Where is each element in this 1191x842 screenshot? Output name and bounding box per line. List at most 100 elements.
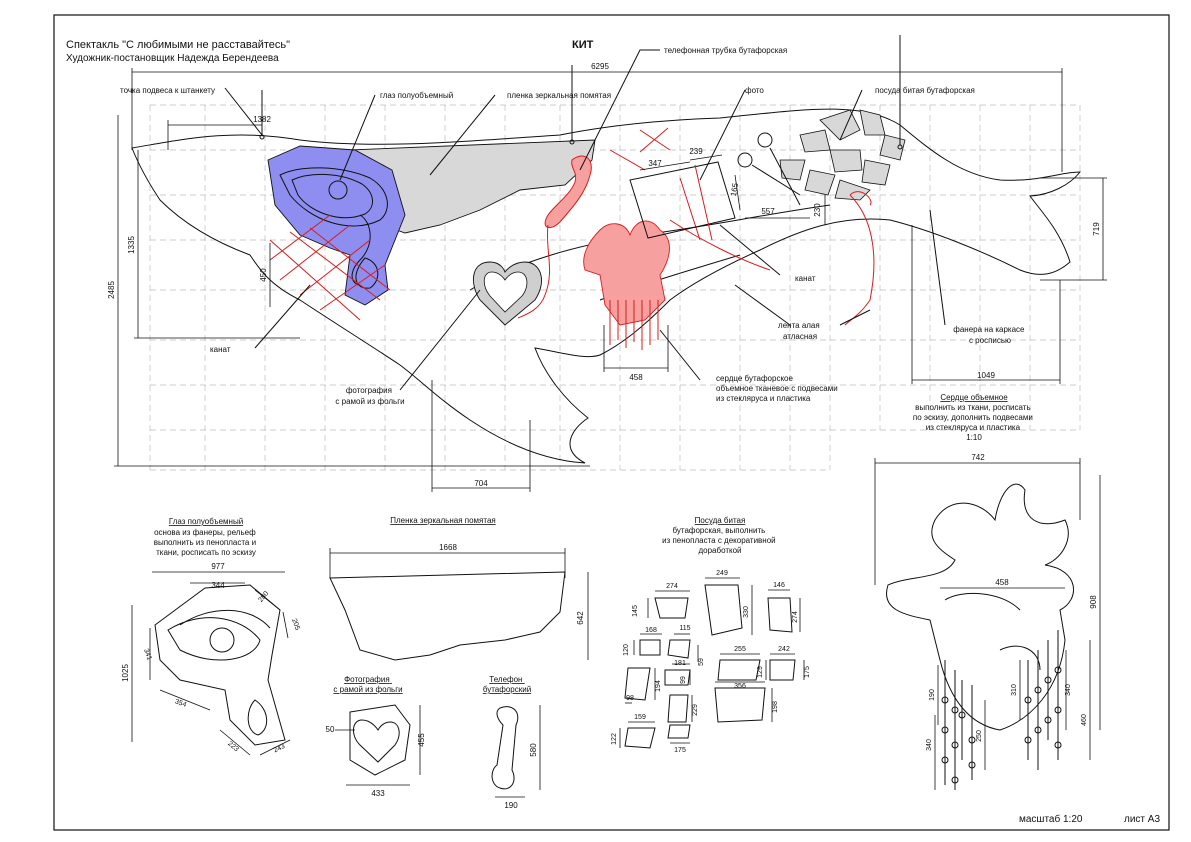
red-rope-right [844,194,875,326]
detail-phone-dim-190: 190 [504,801,518,810]
callout-rope-left: канат [210,345,231,354]
detail-eye-title: Глаз полуобъемный [169,517,243,526]
dish-dim-175b: 175 [674,747,686,754]
detail-eye-dim-354: 354 [174,698,187,709]
dim-557: 557 [761,207,775,216]
callout-suspension-point: точка подвеса к штанкету [120,86,215,95]
photo-frame-shape [473,261,542,326]
dish-dim-120: 120 [623,644,630,656]
detail-heart-dim-340a: 340 [1065,684,1072,696]
detail-film-title: Пленка зеркальная помятая [390,516,495,525]
scale-label: масштаб 1:20 [1019,813,1083,825]
callout-phone: телефонная трубка бутафорская [664,46,787,55]
callout-plywood: фанера на каркасе с росписью [953,325,1027,345]
whale-outline [131,108,1082,464]
dim-1382: 1382 [253,115,271,124]
detail-heart-dim-250: 250 [976,730,983,742]
dim-458: 458 [629,373,643,382]
detail-photo-frame-dim-50: 50 [326,725,335,734]
object-name: КИТ [572,39,594,51]
detail-heart-dim-190: 190 [929,689,936,701]
detail-heart: Сердце объемное выполнить из ткани, росп… [874,393,1101,790]
dim-230: 230 [813,203,822,217]
dish-dim-194: 194 [655,680,662,692]
detail-photo-frame-dim-433: 433 [371,789,385,798]
callout-rope-right: канат [795,274,816,283]
dim-2485: 2485 [107,281,116,299]
dish-dim-249: 249 [716,570,728,577]
callout-film: пленка зеркальная помятая [507,91,611,100]
artist-credit: Художник-постановщик Надежда Берендеева [66,53,279,64]
detail-heart-dim-460: 460 [1081,714,1088,726]
detail-phone-title: Телефон бутафорский [483,675,531,694]
dish-dim-274a: 274 [666,583,678,590]
dish-dim-99: 99 [680,676,687,684]
dish-dim-146: 146 [773,582,785,589]
detail-eye-desc: основа из фанеры, рельеф выполнить из пе… [154,528,259,557]
detail-film-dim-1668: 1668 [439,543,457,552]
callout-dishes: посуда битая бутафорская [875,86,975,95]
photo-shape [629,161,736,241]
detail-phone: Телефон бутафорский [483,675,541,798]
dish-dim-330: 330 [743,606,750,618]
dish-dim-356: 356 [734,683,746,690]
callout-eye: глаз полуобъемный [380,91,453,100]
detail-heart-dim-458: 458 [995,578,1009,587]
callout-leaders [224,35,946,391]
rope-net-left [269,214,391,321]
detail-eye-dim-223: 223 [226,740,240,753]
detail-heart-dim-310: 310 [1011,684,1018,696]
detail-film: Пленка зеркальная помятая [329,516,589,661]
detail-heart-dim-742: 742 [971,453,985,462]
phone-handset-shape [517,155,592,319]
dish-dim-274b: 274 [792,611,799,623]
dim-1335: 1335 [127,236,136,254]
detail-eye-dim-243: 243 [273,743,287,754]
broken-dishes-shape [779,109,906,201]
detail-phone-dim-580: 580 [529,743,538,757]
detail-dishes-desc: бутафорская, выполнить из пенопласта с д… [662,526,778,555]
heart-shape [583,220,670,350]
dish-dim-198: 198 [772,701,779,713]
sheet-border [53,14,1170,831]
detail-film-dim-642: 642 [576,611,585,625]
dim-total-width: 6295 [591,62,609,71]
dim-719: 719 [1092,222,1101,236]
scissors-shape [737,132,801,206]
dish-dim-98: 98 [626,695,634,702]
sheet-label: лист А3 [1124,814,1160,825]
dish-dim-129: 129 [757,666,764,678]
detail-heart-title: Сердце объемное [940,393,1008,402]
detail-photo-frame-title: Фотография с рамой из фольги [333,675,402,694]
dish-dim-181: 181 [674,660,686,667]
dish-dim-168: 168 [645,627,657,634]
dish-dim-255: 255 [734,646,746,653]
eye-shape [267,145,406,306]
red-cross-marks [609,127,771,271]
detail-dishes: Посуда битая бутафорская, выполнить из п… [619,516,805,749]
detail-dishes-title: Посуда битая [695,516,746,525]
callout-ribbon: лента алая атласная [778,321,822,341]
detail-eye-dim-341: 341 [142,648,153,661]
dim-1049: 1049 [977,371,995,380]
dim-704: 704 [474,479,488,488]
detail-heart-desc: выполнить из ткани, росписать по эскизу,… [913,403,1035,442]
callout-photo-frame: фотография с рамой из фольги [335,386,404,406]
detail-heart-dim-340b: 340 [926,739,933,751]
detail-eye: Глаз полуобъемный основа из фанеры, рель… [131,517,291,756]
main-dimension-lines [114,68,1107,492]
dish-dim-59: 59 [698,658,705,666]
dim-347: 347 [648,159,662,168]
callout-photo: фото [745,86,764,95]
dim-165: 165 [729,182,740,197]
detail-eye-dim-977: 977 [211,562,225,571]
callout-heart: сердце бутафорское объемное тканевое с п… [716,374,840,403]
detail-photo-frame-dim-455: 455 [417,733,426,747]
dim-450: 450 [259,268,268,282]
detail-eye-dim-344: 344 [211,581,225,590]
dish-dim-175a: 175 [804,666,811,678]
dish-dim-122: 122 [611,733,618,745]
detail-eye-dim-205: 205 [290,618,301,631]
dim-239: 239 [689,147,703,156]
